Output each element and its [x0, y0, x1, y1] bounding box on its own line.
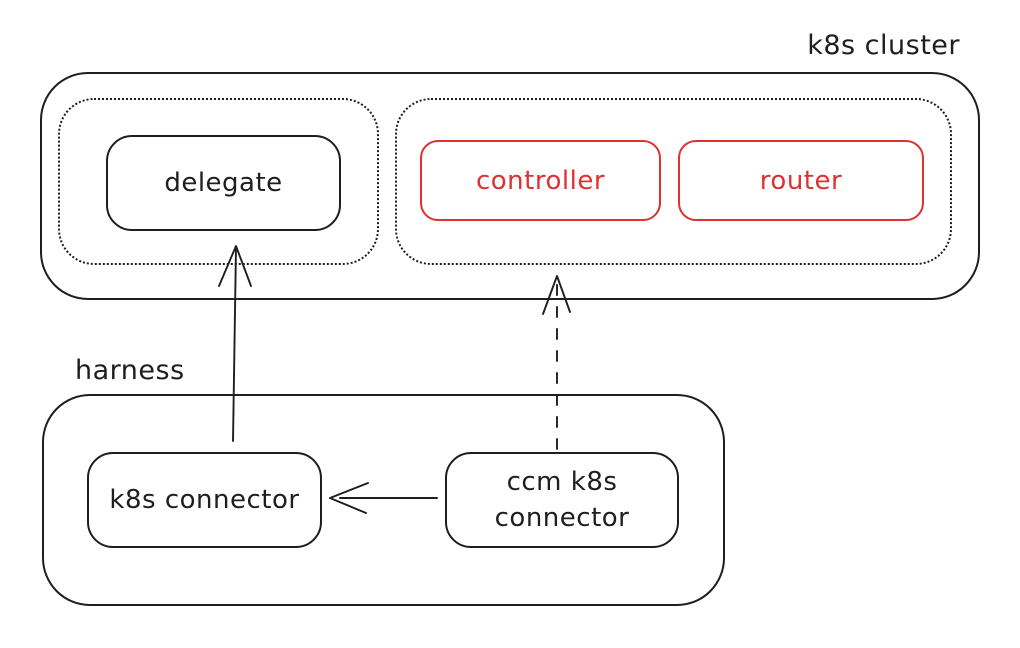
router-node: router	[678, 140, 924, 221]
k8s-connector-node-label: k8s connector	[109, 485, 300, 515]
ccm-pod-group	[395, 98, 952, 265]
controller-node-label: controller	[475, 165, 606, 196]
k8s-cluster-group	[40, 72, 980, 300]
controller-node: controller	[420, 140, 661, 221]
delegate-node-label: delegate	[164, 168, 283, 198]
delegate-node: delegate	[106, 135, 341, 231]
ccm-k8s-connector-node-label: ccm k8s connector	[494, 467, 630, 533]
k8s-cluster-label: k8s cluster	[807, 30, 960, 61]
ccm-k8s-connector-node: ccm k8s connector	[445, 452, 679, 548]
router-node-label: router	[759, 165, 843, 196]
k8s-connector-node: k8s connector	[87, 452, 322, 548]
harness-group	[42, 394, 725, 606]
harness-label: harness	[75, 355, 185, 386]
